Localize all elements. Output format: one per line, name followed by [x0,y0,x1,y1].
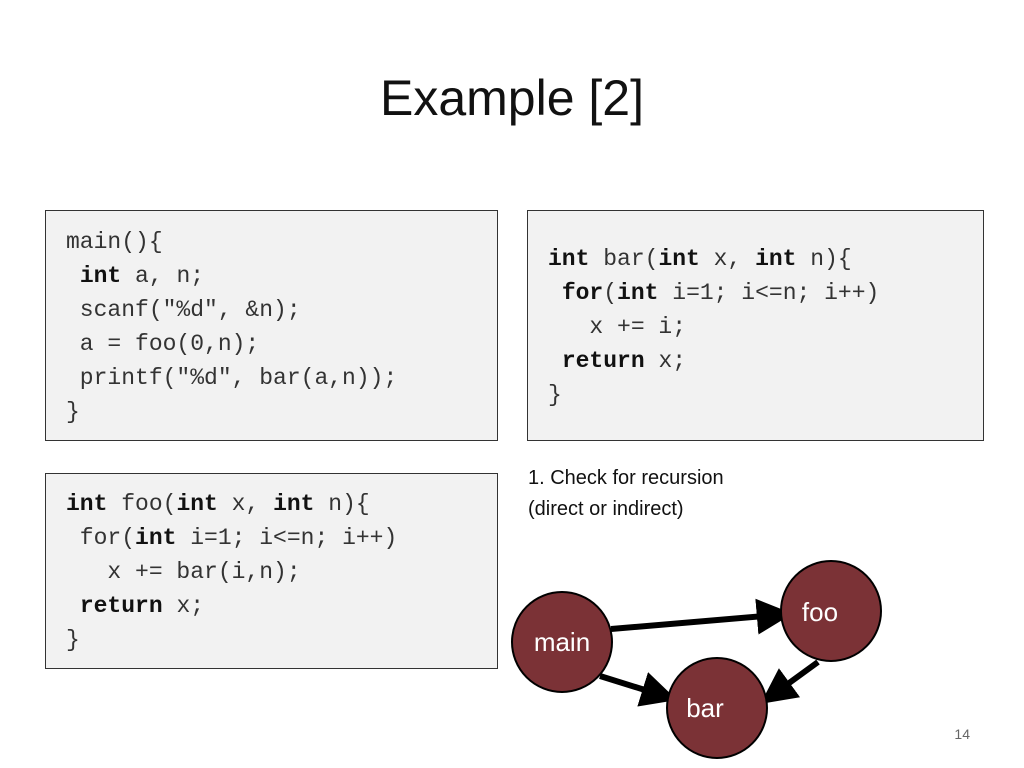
code-line: x += bar(i,n); [66,559,301,585]
code-line: int a, n; [79,263,205,289]
edge-foo-to-bar [760,659,820,704]
node-foo: foo [780,560,882,662]
code-keyword: int [135,525,177,551]
code-keyword: int [617,280,659,306]
node-main: main [511,591,613,693]
code-keyword: for [561,280,604,306]
code-keyword: int [273,491,315,517]
node-main-label: main [534,627,590,657]
code-keyword: int [66,491,108,517]
node-bar-label: bar [686,693,724,723]
code-line: scanf("%d", &n); [66,297,301,323]
node-foo-label: foo [802,597,838,627]
slide-title: Example [2] [379,70,644,126]
code-box-foo: int foo(int x, int n){ for(int i=1; i<=n… [45,473,498,669]
code-box-bar: int bar(int x, int n){ for(int i=1; i<=n… [527,210,984,441]
code-line: printf("%d", bar(a,n)); [66,365,398,391]
code-line: a = foo(0,n); [66,331,260,357]
code-keyword: int [755,246,797,272]
code-line: } [548,382,562,408]
edge-main-to-bar [599,672,678,707]
page-number: 14 [954,726,970,742]
code-line: return x; [561,348,687,374]
code-keyword: int [79,263,122,289]
recursion-note-line-2: (direct or indirect) [528,498,684,520]
code-keyword: int [658,246,700,272]
code-keyword: int [548,246,590,272]
code-keyword: return [561,348,645,374]
code-line: } [66,627,80,653]
code-box-main: main(){ int a, n; scanf("%d", &n); a = f… [45,210,498,441]
code-line: main(){ [66,229,163,255]
code-keyword: return [79,593,163,619]
node-bar: bar [666,657,768,759]
code-line: x += i; [548,314,687,340]
code-keyword: int [176,491,218,517]
edge-main-to-foo [610,598,793,635]
code-line: int foo(int x, int n){ [66,491,370,517]
recursion-note-line-1: 1. Check for recursion [528,467,724,489]
code-line: int bar(int x, int n){ [548,246,852,272]
code-line: return x; [79,593,205,619]
code-line: for(int i=1; i<=n; i++) [66,525,398,551]
code-line: for(int i=1; i<=n; i++) [561,280,880,306]
code-line: } [66,399,80,425]
